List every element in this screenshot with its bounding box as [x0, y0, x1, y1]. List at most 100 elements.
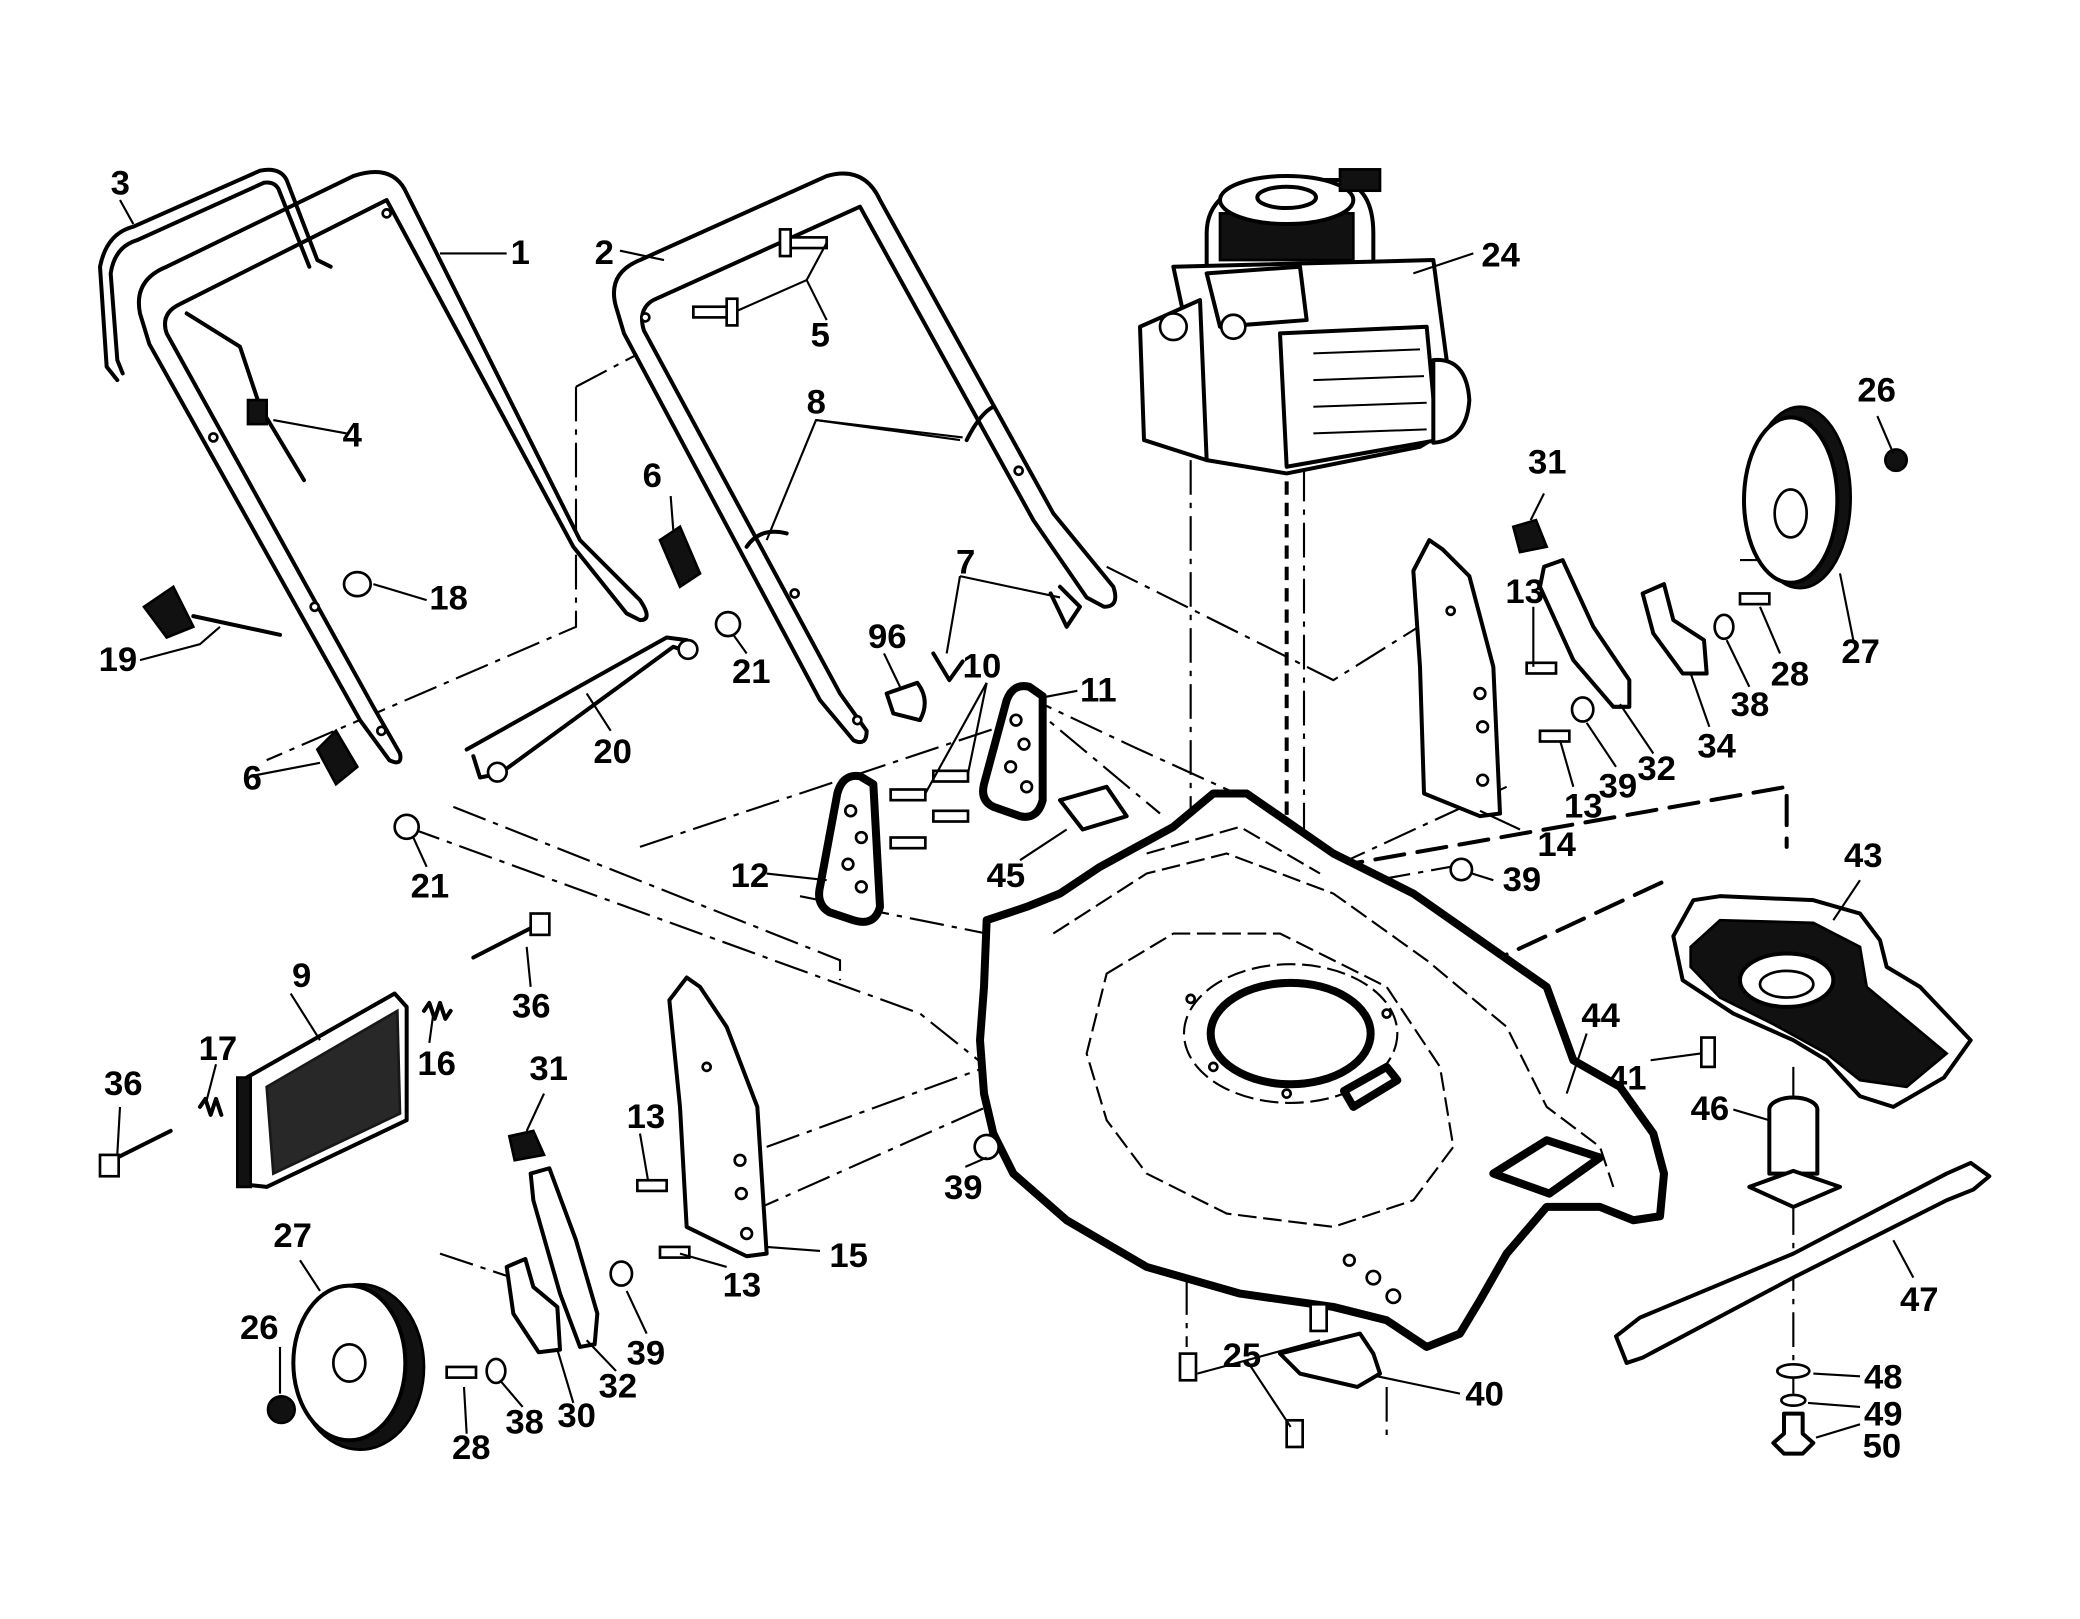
wheel-nut: [1884, 448, 1908, 473]
front-wheel-bracket-left: [667, 975, 769, 1259]
callout-45: 45: [987, 857, 1026, 895]
callout-8: 8: [807, 383, 826, 421]
callout-24: 24: [1481, 237, 1520, 275]
callout-30: 30: [557, 1397, 596, 1435]
rear-door: [236, 991, 409, 1189]
callout-32a: 32: [1637, 750, 1676, 788]
door-rods: [98, 912, 551, 1178]
callout-39a: 39: [1599, 767, 1638, 805]
deck-nut: [973, 1133, 1000, 1161]
callout-10: 10: [963, 647, 1002, 685]
callout-27a: 27: [1841, 633, 1880, 671]
axle-plate-right: [1640, 582, 1709, 676]
wheel-nut: [266, 1394, 296, 1425]
callout-38b: 38: [505, 1404, 544, 1442]
callout-26b: 26: [240, 1309, 279, 1347]
callout-labels: 1 2 3 4 5 6 6 7 8 9 10 11 12 13 13 13 13…: [99, 165, 1939, 1467]
callout-49: 49: [1864, 1396, 1903, 1434]
callout-39b: 39: [1503, 861, 1542, 899]
spacer: [1570, 696, 1595, 723]
callout-39c: 39: [944, 1169, 983, 1207]
callout-5: 5: [811, 317, 830, 355]
callout-38a: 38: [1731, 686, 1770, 724]
bracket-holes: [701, 605, 1490, 1241]
height-plate-left: [815, 771, 884, 926]
callout-39d: 39: [627, 1334, 666, 1372]
rear-wheel: [1741, 405, 1852, 590]
callout-4: 4: [343, 417, 363, 455]
blade-adapter-housing: [1671, 894, 1973, 1109]
washer: [1713, 613, 1735, 641]
washer: [485, 1357, 507, 1385]
callout-6b: 6: [243, 759, 262, 797]
callout-26a: 26: [1857, 371, 1896, 409]
upper-handle-right: [611, 171, 1118, 745]
lever-cap-left: [507, 1129, 546, 1162]
wheel-bolt: [1738, 592, 1771, 606]
housing-bolt: [1700, 1036, 1716, 1069]
hair-pin-clip: [1048, 584, 1082, 629]
callout-43: 43: [1844, 837, 1883, 875]
blade-bolt: [1771, 1411, 1816, 1456]
screw: [393, 813, 420, 841]
callout-13a: 13: [1505, 573, 1544, 611]
handle-knob-lower: [315, 728, 360, 787]
callout-19: 19: [99, 641, 138, 679]
upper-handle-left: [137, 170, 649, 765]
cable-clip: [246, 398, 268, 426]
shoulder-pins: [889, 769, 970, 850]
callout-14: 14: [1537, 826, 1576, 864]
adjust-knob: [142, 584, 196, 640]
callout-50: 50: [1863, 1428, 1902, 1466]
control-bar-inner: [108, 180, 312, 376]
spacer: [609, 1260, 634, 1287]
callout-20: 20: [593, 733, 632, 771]
callout-41: 41: [1608, 1060, 1647, 1098]
front-wheel: [291, 1282, 426, 1451]
callout-34: 34: [1697, 727, 1736, 765]
rear-wheel-bracket-right: [1411, 538, 1502, 819]
height-lever-right: [1538, 558, 1632, 709]
callout-7: 7: [956, 543, 975, 581]
mower-blade: [1614, 1160, 1992, 1365]
height-lever-left: [528, 1166, 600, 1349]
callout-48: 48: [1864, 1358, 1903, 1396]
callout-46: 46: [1691, 1090, 1730, 1128]
callout-17: 17: [199, 1030, 238, 1068]
deck-baffle: [1278, 1331, 1382, 1389]
callout-32b: 32: [599, 1368, 638, 1406]
deck-nut: [1449, 857, 1474, 882]
callout-27b: 27: [273, 1217, 312, 1255]
hex-nut: [342, 570, 372, 598]
cable-clamp: [884, 680, 927, 723]
callout-16: 16: [417, 1045, 456, 1083]
baffle-bolts: [1178, 1302, 1328, 1449]
callout-12: 12: [731, 857, 770, 895]
callout-28b: 28: [452, 1429, 491, 1467]
lever-bolts: [636, 661, 1571, 1259]
callout-44: 44: [1581, 997, 1620, 1035]
handle-knob-upper: [658, 524, 702, 589]
callout-25: 25: [1223, 1337, 1262, 1375]
height-plate-right: [979, 682, 1047, 821]
callout-21a: 21: [411, 868, 450, 906]
callout-13b: 13: [1564, 787, 1603, 825]
screw: [714, 610, 742, 638]
leader-lines: [116, 199, 1915, 1439]
height-plate-holes: [841, 713, 1034, 894]
callout-11: 11: [1080, 671, 1117, 709]
axle-plate-left: [504, 1256, 562, 1355]
lever-cap-right: [1511, 518, 1549, 554]
height-adjust-rod: [471, 644, 696, 780]
callout-3: 3: [111, 165, 130, 203]
callout-47: 47: [1900, 1281, 1939, 1319]
callout-21b: 21: [732, 653, 771, 691]
door-spring: [422, 1000, 453, 1021]
callout-40: 40: [1465, 1376, 1504, 1414]
blade-washer: [1776, 1362, 1811, 1379]
callout-31a: 31: [1528, 443, 1567, 481]
callout-36b: 36: [104, 1065, 143, 1103]
callout-15: 15: [829, 1237, 868, 1275]
callout-18: 18: [429, 579, 468, 617]
